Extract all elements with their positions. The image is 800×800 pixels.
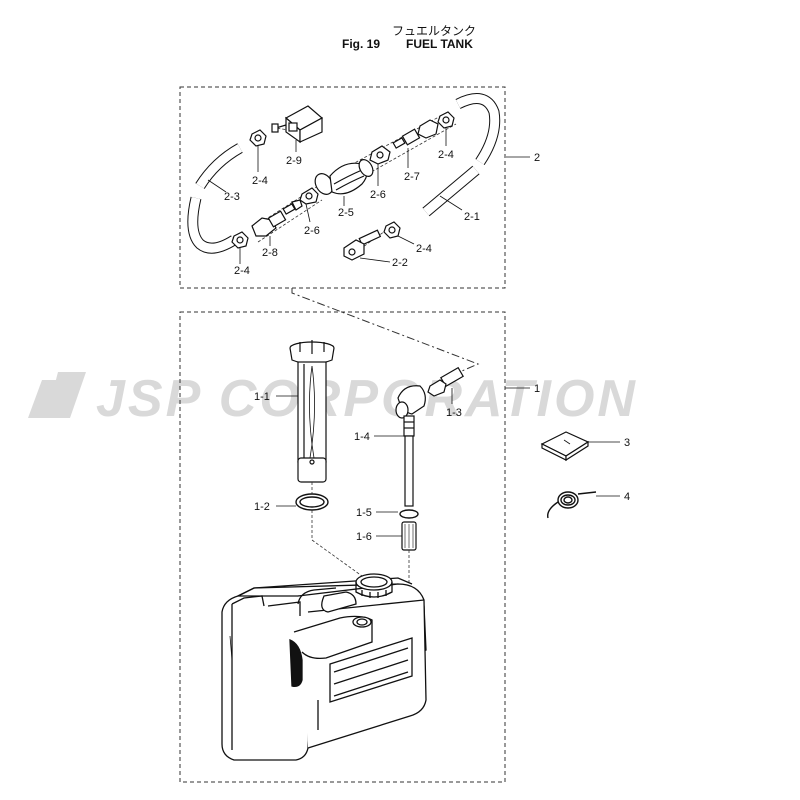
- filter-1-6: [401, 521, 417, 551]
- nut-2-4-d: [383, 221, 401, 239]
- nut-2-4-c: [437, 111, 455, 129]
- fitting-2-2: [343, 229, 382, 261]
- pad-part-3: [540, 431, 590, 462]
- tank-filler-neck: [355, 573, 393, 598]
- fitting-2-7: [392, 119, 439, 149]
- japanese-title: フュエルタンク: [392, 24, 477, 38]
- label-4: 4: [624, 491, 630, 503]
- gasket-1-2: [295, 493, 329, 511]
- label-2-2: 2-2: [392, 257, 408, 269]
- primer-bulb-2-5: [314, 159, 374, 195]
- label-2-6-a: 2-6: [304, 225, 320, 237]
- pickup-tube-1-4: [395, 385, 426, 507]
- clip-part-4: [547, 491, 597, 519]
- connection-line: [291, 288, 480, 375]
- label-2-9: 2-9: [286, 155, 302, 167]
- watermark-logo-icon: [28, 372, 86, 418]
- label-1-6: 1-6: [356, 531, 372, 543]
- label-2-3: 2-3: [224, 191, 240, 203]
- nut-2-4-b: [231, 231, 249, 249]
- fuel-tank-body: [221, 577, 427, 761]
- label-2-4-b: 2-4: [234, 265, 250, 277]
- label-2-4-a: 2-4: [252, 175, 268, 187]
- label-2-4-c: 2-4: [438, 149, 454, 161]
- label-2: 2: [534, 152, 540, 164]
- label-1: 1: [534, 383, 540, 395]
- watermark: JSP CORPORATION: [28, 370, 638, 428]
- label-1-3: 1-3: [446, 407, 462, 419]
- leader-lines: [207, 128, 620, 537]
- label-1-2: 1-2: [254, 501, 270, 513]
- label-2-8: 2-8: [262, 247, 278, 259]
- fitting-2-6-a: [299, 187, 319, 205]
- label-2-7: 2-7: [404, 171, 420, 183]
- figure-header: フュエルタンク Fig. 19 FUEL TANK: [0, 0, 800, 60]
- label-1-4: 1-4: [354, 431, 370, 443]
- fitting-2-6-b: [369, 145, 391, 165]
- o-ring-1-5: [399, 509, 419, 519]
- guide-lines-1: [311, 482, 410, 590]
- figure-number: Fig. 19: [342, 37, 381, 51]
- hose-2-3: [187, 143, 243, 254]
- assembly-2-frame: [179, 86, 506, 289]
- figure-title: FUEL TANK: [406, 37, 473, 51]
- nut-2-4-a: [249, 129, 267, 147]
- label-2-4-d: 2-4: [416, 243, 432, 255]
- part-labels: 2-9 2-4 2-3 2-8 2-4 2-6 2-5 2-6 2-7 2-4 …: [224, 149, 630, 543]
- label-2-5: 2-5: [338, 207, 354, 219]
- label-1-5: 1-5: [356, 507, 372, 519]
- watermark-text: JSP CORPORATION: [96, 370, 638, 428]
- label-1-1: 1-1: [254, 391, 270, 403]
- fitting-1-3: [427, 366, 464, 397]
- label-2-6-b: 2-6: [370, 189, 386, 201]
- fitting-2-8: [251, 199, 303, 237]
- label-2-1: 2-1: [464, 211, 480, 223]
- label-3: 3: [624, 437, 630, 449]
- assembly-1-frame: [179, 311, 506, 783]
- hose-2-1: [422, 93, 501, 217]
- connector-2-9: [271, 105, 324, 144]
